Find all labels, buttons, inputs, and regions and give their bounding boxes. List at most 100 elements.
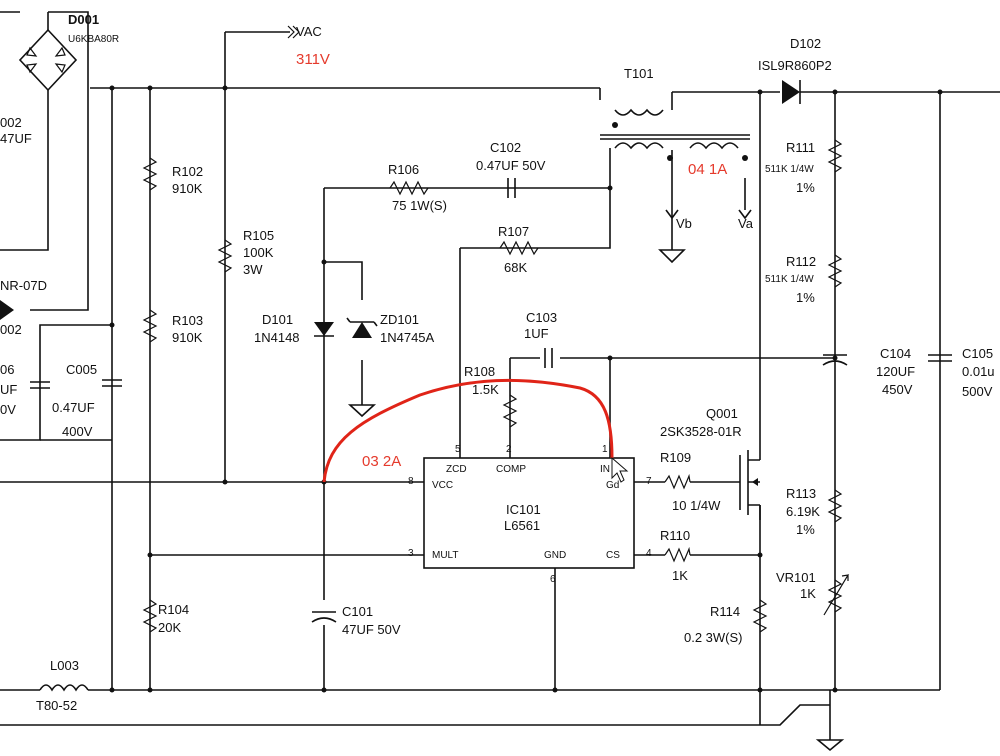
- d001-part: U6KBA80R: [68, 34, 119, 45]
- potentiometer-vr101-symbol: [823, 574, 850, 616]
- zd101-ref: ZD101: [380, 312, 419, 327]
- c103-value: 1UF: [524, 326, 549, 341]
- resistor-r102-symbol: [142, 157, 158, 191]
- capacitor-c101-symbol: [311, 611, 337, 623]
- ic-pin-comp: COMP: [496, 464, 526, 475]
- ic-pin-cs: CS: [606, 550, 620, 561]
- pin-1: 1: [602, 444, 608, 455]
- d101-part: 1N4148: [254, 330, 300, 345]
- r114-ref: R114: [710, 604, 740, 619]
- c002-value: 47UF: [0, 131, 32, 146]
- zener-zd101-symbol: [346, 317, 378, 338]
- ground-symbol-zd101: [347, 404, 377, 418]
- c105-ref: C105: [962, 346, 993, 361]
- r107-value: 68K: [504, 260, 527, 275]
- r113-value: 6.19K: [786, 504, 820, 519]
- resistor-r103-symbol: [142, 309, 158, 343]
- r107-ref: R107: [498, 224, 529, 239]
- c006-v1: UF: [0, 382, 17, 397]
- l003-ref: L003: [50, 658, 79, 673]
- c101-ref: C101: [342, 604, 373, 619]
- vr101-ref: VR101: [776, 570, 816, 585]
- r102-ref: R102: [172, 164, 203, 179]
- ic-pin-mult: MULT: [432, 550, 458, 561]
- ground-symbol-main: [815, 739, 845, 752]
- ground-symbol-t101: [658, 249, 686, 264]
- c104-ref: C104: [880, 346, 911, 361]
- capacitor-c006-symbol: [30, 381, 50, 389]
- pin-4: 4: [646, 548, 652, 559]
- wires: [0, 11, 1000, 740]
- q001-ref: Q001: [706, 406, 738, 421]
- pin-6: 6: [550, 574, 556, 585]
- pin-7: 7: [646, 476, 652, 487]
- r111-tol: 1%: [796, 180, 815, 195]
- annotation-041a: 04 1A: [688, 161, 727, 178]
- d102-ref: D102: [790, 36, 821, 51]
- vac-label: VAC: [296, 24, 322, 39]
- resistor-r114-symbol: [752, 599, 768, 633]
- c005-value: 0.47UF: [52, 400, 95, 415]
- ic-pin-zcd: ZCD: [446, 464, 467, 475]
- r109-value: 10 1/4W: [672, 498, 721, 513]
- ic-pin-vcc: VCC: [432, 480, 453, 491]
- c105-v1: 0.01u: [962, 364, 995, 379]
- r112-ref: R112: [786, 254, 816, 269]
- vac-arrow-icon: [287, 25, 300, 39]
- r102-value: 910K: [172, 181, 203, 196]
- z002-ref: 002: [0, 322, 22, 337]
- nr-diode-symbol: [0, 300, 14, 320]
- r111-value: 511K 1/4W: [765, 164, 814, 175]
- c002-ref: 002: [0, 115, 22, 130]
- q001-part: 2SK3528-01R: [660, 424, 742, 439]
- diode-d102-symbol: [782, 80, 801, 104]
- r112-tol: 1%: [796, 290, 815, 305]
- bridge-rectifier-d001: [18, 28, 78, 140]
- c104-volt: 450V: [882, 382, 913, 397]
- c005-volt: 400V: [62, 424, 93, 439]
- mouse-cursor-icon: [611, 456, 629, 483]
- c105-v2: 500V: [962, 384, 993, 399]
- vb-label: Vb: [676, 216, 692, 231]
- r112-value: 511K 1/4W: [765, 274, 814, 285]
- r106-ref: R106: [388, 162, 419, 177]
- c101-value: 47UF 50V: [342, 622, 401, 637]
- d001-ref: D001: [68, 12, 99, 27]
- resistor-r108-symbol: [502, 394, 518, 428]
- d102-part: ISL9R860P2: [758, 58, 832, 73]
- r114-value: 0.2 3W(S): [684, 630, 743, 645]
- diode-d101-symbol: [314, 322, 334, 337]
- r105-value: 100K: [243, 245, 274, 260]
- c006-ref: 06: [0, 362, 14, 377]
- va-label: Va: [738, 216, 754, 231]
- capacitor-c103-symbol: [544, 348, 553, 368]
- pin-5: 5: [455, 444, 461, 455]
- capacitor-c005-symbol: [102, 379, 122, 387]
- ic101-ref: IC101: [506, 502, 541, 517]
- r108-value: 1.5K: [472, 382, 499, 397]
- junction-dots: [109, 85, 943, 693]
- l003-part: T80-52: [36, 698, 77, 713]
- capacitor-c102-symbol: [507, 178, 516, 198]
- ic-pin-gnd: GND: [544, 550, 566, 561]
- ic-pin-gd: Gd: [606, 480, 619, 491]
- mosfet-q001-symbol: [739, 440, 761, 520]
- resistor-r111-symbol: [827, 139, 843, 173]
- resistor-r112-symbol: [827, 254, 843, 288]
- inductor-l003-symbol: [39, 684, 89, 692]
- r103-value: 910K: [172, 330, 203, 345]
- r105-power: 3W: [243, 262, 263, 277]
- r104-value: 20K: [158, 620, 181, 635]
- r108-ref: R108: [464, 364, 495, 379]
- ic101-body: [423, 457, 635, 569]
- r113-ref: R113: [786, 486, 816, 501]
- pin-8: 8: [408, 476, 414, 487]
- c102-value: 0.47UF 50V: [476, 158, 546, 173]
- resistor-r113-symbol: [827, 489, 843, 523]
- pin-3: 3: [408, 548, 414, 559]
- resistor-r104-symbol: [142, 599, 158, 633]
- resistor-r106-symbol: [389, 180, 429, 196]
- transformer-t101-symbol: [599, 88, 750, 188]
- c102-ref: C102: [490, 140, 521, 155]
